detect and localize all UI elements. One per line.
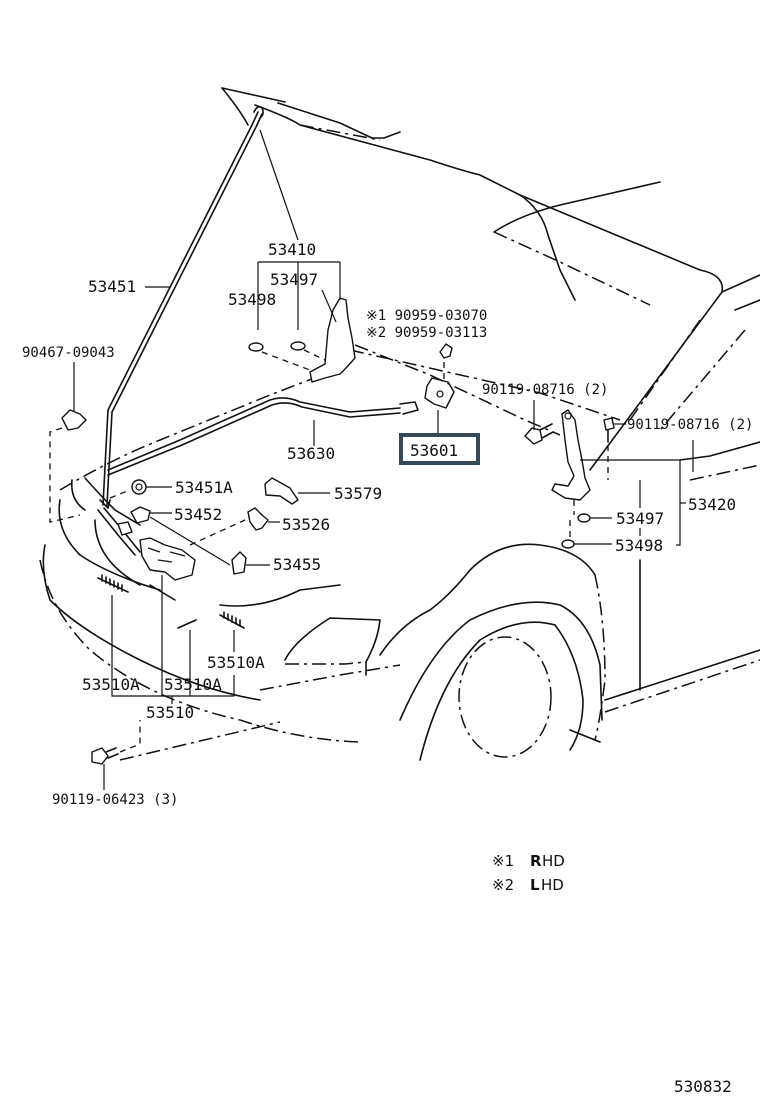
callout-53498-right[interactable]: 53498 bbox=[615, 536, 663, 555]
hood-hinge-left bbox=[248, 297, 356, 383]
callout-53510A-left[interactable]: 53510A bbox=[82, 675, 140, 694]
leader-lines bbox=[73, 129, 694, 790]
callout-53601[interactable]: 53601 bbox=[410, 441, 458, 460]
callout-53579[interactable]: 53579 bbox=[334, 484, 382, 503]
callout-90959-03070[interactable]: ※1 90959-03070 bbox=[366, 308, 487, 324]
callout-90119-06423[interactable]: 90119-06423 (3) bbox=[52, 792, 178, 808]
legend-code-initial: L bbox=[530, 876, 540, 894]
callout-53510A-right[interactable]: 53510A bbox=[207, 653, 265, 672]
callout-53420[interactable]: 53420 bbox=[688, 495, 736, 514]
legend: ※1 R HD ※2 L HD bbox=[492, 852, 565, 894]
hood-release-cable bbox=[97, 397, 419, 556]
clip-90959 bbox=[354, 343, 561, 436]
car-body-outline bbox=[39, 87, 760, 761]
legend-code-initial: R bbox=[530, 852, 542, 870]
callout-53630[interactable]: 53630 bbox=[287, 444, 335, 463]
hood-lock-53601 bbox=[424, 377, 455, 436]
callout-53410[interactable]: 53410 bbox=[268, 240, 316, 259]
hood-hinge-right bbox=[524, 409, 615, 549]
legend-code-rest: HD bbox=[541, 876, 564, 894]
callout-53497-right[interactable]: 53497 bbox=[616, 509, 664, 528]
callout-53498-top[interactable]: 53498 bbox=[228, 290, 276, 309]
legend-item-rhd: ※1 R HD bbox=[492, 852, 565, 870]
callout-53497-top[interactable]: 53497 bbox=[270, 270, 318, 289]
diagram-code: 530832 bbox=[674, 1077, 732, 1096]
latch-small-parts bbox=[49, 409, 299, 765]
callout-53526[interactable]: 53526 bbox=[282, 515, 330, 534]
callout-53510A-mid[interactable]: 53510A bbox=[164, 675, 222, 694]
callout-90467-09043[interactable]: 90467-09043 bbox=[22, 345, 115, 361]
callout-53510[interactable]: 53510 bbox=[146, 703, 194, 722]
callout-53455[interactable]: 53455 bbox=[273, 555, 321, 574]
legend-mark: ※2 bbox=[492, 876, 514, 894]
legend-mark: ※1 bbox=[492, 852, 514, 870]
callout-90119-08716-b[interactable]: 90119-08716 (2) bbox=[627, 417, 753, 433]
callout-53452[interactable]: 53452 bbox=[174, 505, 222, 524]
legend-item-lhd: ※2 L HD bbox=[492, 876, 564, 894]
callout-90959-03113[interactable]: ※2 90959-03113 bbox=[366, 325, 487, 341]
legend-code-rest: HD bbox=[542, 852, 565, 870]
callout-90119-08716-a[interactable]: 90119-08716 (2) bbox=[482, 382, 608, 398]
callout-53451A[interactable]: 53451A bbox=[175, 478, 233, 497]
highlighted-part-box bbox=[399, 433, 480, 465]
hood-support-rod bbox=[99, 105, 264, 509]
callout-labels: 53410 53497 53498 53451 90467-09043 ※1 9… bbox=[22, 240, 753, 808]
callout-53451[interactable]: 53451 bbox=[88, 277, 136, 296]
